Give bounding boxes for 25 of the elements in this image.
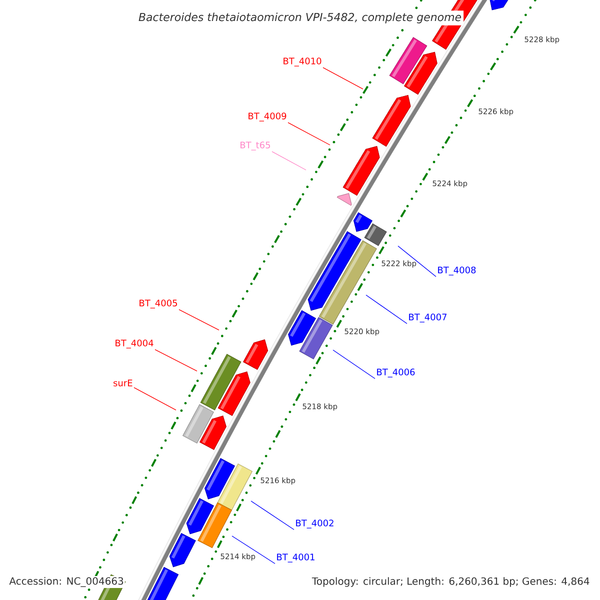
title: Bacteroides thetaiotaomicron VPI-5482, complete genome <box>136 10 464 26</box>
leader-line <box>154 349 198 372</box>
leader-line <box>398 246 436 277</box>
leader-line <box>232 536 276 564</box>
gene-label: BT_4005 <box>140 300 177 308</box>
gene-label: BT_t65 <box>240 142 270 150</box>
gene-label: surE <box>114 380 132 386</box>
gene-label: BT_4002 <box>296 520 334 528</box>
leader-line <box>250 500 294 530</box>
leader-line <box>288 122 330 146</box>
leader-line <box>366 294 408 324</box>
leader-line <box>332 350 376 379</box>
leader-line <box>322 67 364 90</box>
accession-label: Accession: NC_004663 <box>8 576 125 588</box>
gene-label: BT_4006 <box>377 368 415 378</box>
gene-label: BT_4007 <box>409 314 446 322</box>
gene-label: BT_4010 <box>284 58 322 66</box>
genome-info-label: Topology: circular; Length: 6,260,361 bp; Genes: 4,864 <box>310 576 591 588</box>
gene-label: BT_4001 <box>277 554 314 562</box>
leader-line <box>134 387 176 410</box>
gene-label: BT_4008 <box>438 266 476 276</box>
leader-line <box>272 151 306 170</box>
gene-label: BT_4009 <box>248 112 286 122</box>
leader-line <box>178 309 220 330</box>
gene-label: BT_4004 <box>116 340 154 348</box>
